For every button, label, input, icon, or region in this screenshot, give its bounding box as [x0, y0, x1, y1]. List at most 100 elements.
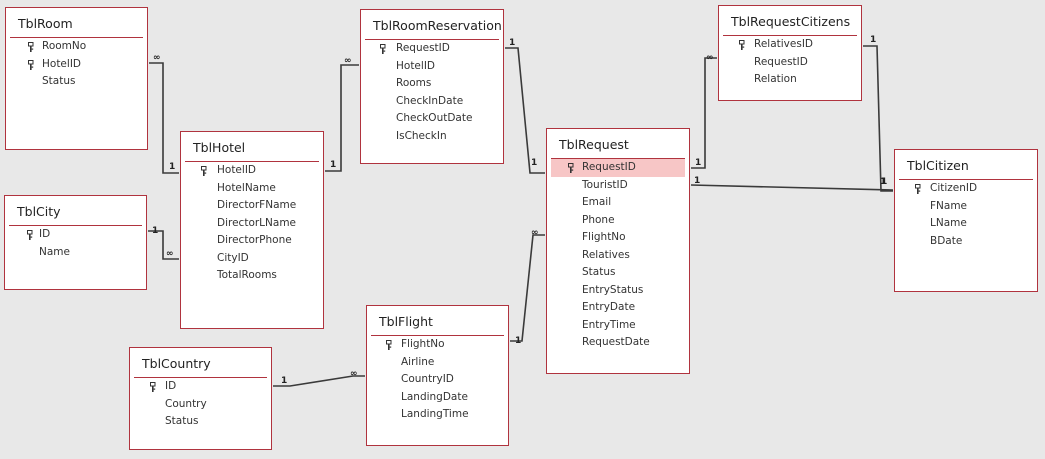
field-row[interactable]: Airline — [367, 354, 508, 372]
primary-key-icon — [28, 41, 34, 52]
field-row[interactable]: CountryID — [367, 371, 508, 389]
relationship-flight-FlightNo-to-request-FlightNo[interactable]: 1∞ — [510, 228, 545, 346]
table-title[interactable]: TblRequestCitizens — [731, 14, 851, 29]
field-row[interactable]: RoomNo — [6, 38, 147, 56]
field-name: CitizenID — [930, 182, 978, 194]
field-row[interactable]: LandingTime — [367, 406, 508, 424]
relationship-city-ID-to-hotel-CityID[interactable]: 1∞ — [148, 226, 179, 260]
field-row[interactable]: CityID — [181, 250, 323, 268]
cardinality-label: ∞ — [166, 249, 174, 259]
field-row[interactable]: FlightNo — [547, 229, 689, 247]
relationship-line[interactable] — [273, 375, 365, 387]
primary-key-icon — [380, 43, 386, 54]
title-divider — [10, 37, 143, 38]
field-row[interactable]: DirectorPhone — [181, 232, 323, 250]
relationship-line[interactable] — [510, 234, 545, 342]
field-row[interactable]: RequestID — [719, 54, 861, 72]
field-row[interactable]: Status — [547, 264, 689, 282]
field-name: CheckInDate — [396, 94, 464, 107]
field-name: IsCheckIn — [396, 129, 447, 142]
field-row[interactable]: HotelID — [181, 162, 323, 180]
relationship-line[interactable] — [863, 45, 893, 192]
field-row[interactable]: Relation — [719, 71, 861, 89]
field-row[interactable]: RequestID — [551, 159, 685, 177]
relationship-room-HotelID-to-hotel-HotelID[interactable]: ∞1 — [149, 53, 179, 174]
title-divider — [365, 39, 499, 40]
field-name: RequestID — [582, 161, 636, 173]
title-divider — [371, 335, 504, 336]
field-row[interactable]: LName — [895, 215, 1037, 233]
field-row[interactable]: Status — [6, 73, 147, 91]
field-row[interactable]: TotalRooms — [181, 267, 323, 285]
relationship-roomres-RequestID-to-request-RequestID[interactable]: 11 — [505, 38, 545, 174]
field-row[interactable]: CheckOutDate — [361, 110, 503, 128]
title-divider — [9, 225, 142, 226]
field-row[interactable]: BDate — [895, 233, 1037, 251]
field-row[interactable]: EntryStatus — [547, 282, 689, 300]
field-row[interactable]: DirectorFName — [181, 197, 323, 215]
field-name: HotelName — [217, 181, 276, 194]
field-row[interactable]: DirectorLName — [181, 215, 323, 233]
field-row[interactable]: Email — [547, 194, 689, 212]
relationship-country-ID-to-flight-CountryID[interactable]: 1∞ — [273, 369, 365, 387]
field-row[interactable]: HotelName — [181, 180, 323, 198]
relationship-line[interactable] — [505, 47, 545, 174]
table-title[interactable]: TblRoom — [18, 16, 73, 31]
field-row[interactable]: RequestDate — [547, 334, 689, 352]
field-row[interactable]: CheckInDate — [361, 93, 503, 111]
field-row[interactable]: RequestID — [361, 40, 503, 58]
field-row[interactable]: ID — [5, 226, 146, 244]
field-name: Status — [165, 415, 199, 427]
field-row[interactable]: Relatives — [547, 247, 689, 265]
relationship-line[interactable] — [691, 57, 717, 169]
field-row[interactable]: Rooms — [361, 75, 503, 93]
field-row[interactable]: EntryTime — [547, 317, 689, 335]
field-row[interactable]: ID — [130, 378, 271, 396]
table-title[interactable]: TblCitizen — [907, 158, 969, 173]
field-row[interactable]: Name — [5, 244, 146, 262]
relationship-reqcit-RequestID-to-request-RequestID[interactable]: ∞1 — [691, 53, 717, 169]
field-row[interactable]: CitizenID — [895, 180, 1037, 198]
table-title[interactable]: TblRequest — [559, 137, 629, 152]
table-title[interactable]: TblHotel — [193, 140, 246, 155]
field-row[interactable]: IsCheckIn — [361, 128, 503, 146]
field-row[interactable]: FName — [895, 198, 1037, 216]
field-row[interactable]: RelativesID — [719, 36, 861, 54]
relationship-line[interactable] — [690, 184, 894, 191]
field-row[interactable]: LandingDate — [367, 389, 508, 407]
table-title[interactable]: TblCity — [17, 204, 61, 219]
title-divider — [134, 377, 267, 378]
field-row[interactable]: EntryDate — [547, 299, 689, 317]
field-row[interactable]: Country — [130, 396, 271, 414]
relationship-line[interactable] — [325, 64, 359, 172]
table-title[interactable]: TblCountry — [142, 356, 211, 371]
table-title[interactable]: TblFlight — [379, 314, 433, 329]
field-name: EntryStatus — [582, 283, 644, 296]
table-title[interactable]: TblRoomReservation — [373, 18, 502, 33]
field-row[interactable]: FlightNo — [367, 336, 508, 354]
relationship-reqcit-RelativesID-to-citizen-CitizenID[interactable]: 11 — [863, 35, 893, 192]
relationship-line[interactable] — [149, 62, 179, 174]
field-row[interactable]: Phone — [547, 212, 689, 230]
field-row[interactable]: HotelID — [6, 56, 147, 74]
primary-key-icon — [201, 165, 207, 176]
field-row[interactable]: Status — [130, 413, 271, 431]
field-row[interactable]: HotelID — [361, 58, 503, 76]
relationship-hotel-HotelID-to-roomres-HotelID[interactable]: 1∞ — [325, 56, 359, 172]
field-row[interactable]: TouristID — [547, 177, 689, 195]
relationship-line[interactable] — [148, 230, 179, 260]
cardinality-label: 1 — [169, 162, 175, 172]
